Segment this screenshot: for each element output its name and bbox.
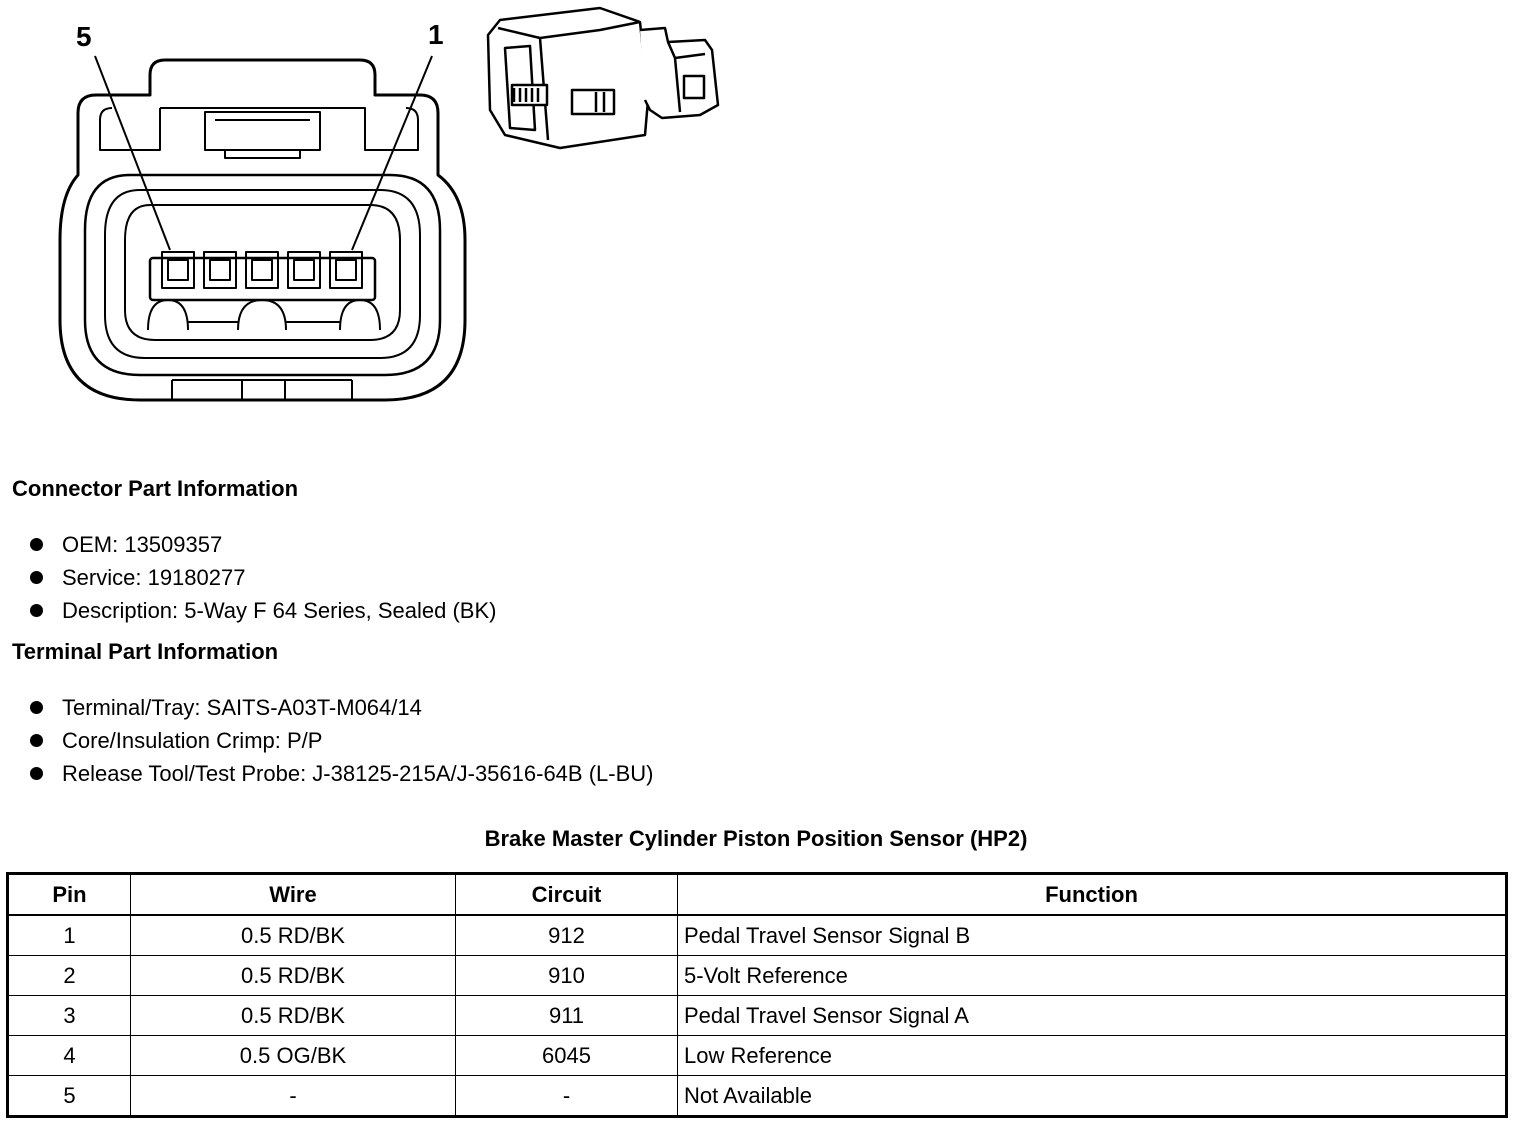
pin-1-leader: [351, 55, 433, 251]
table-row: 4 0.5 OG/BK 6045 Low Reference: [7, 1035, 1507, 1076]
pin-cell: 5: [7, 1075, 131, 1117]
connector-part-info-list: OEM: 13509357 Service: 19180277 Descript…: [28, 528, 496, 627]
pinout-table: Pin Wire Circuit Function 1 0.5 RD/BK 91…: [6, 872, 1508, 1118]
function-cell: Low Reference: [677, 1035, 1507, 1076]
bullet-icon: [30, 734, 43, 747]
table-row: 1 0.5 RD/BK 912 Pedal Travel Sensor Sign…: [7, 914, 1507, 956]
table-row: 5 - - Not Available: [7, 1075, 1507, 1117]
pin-1-label: 1: [428, 19, 444, 50]
circuit-cell: 910: [455, 955, 678, 996]
function-cell: 5-Volt Reference: [677, 955, 1507, 996]
terminal-cavity-block: [148, 256, 377, 302]
wire-cell: 0.5 RD/BK: [130, 914, 456, 956]
list-item: Terminal/Tray: SAITS-A03T-M064/14: [28, 691, 653, 724]
terminal-part-info-list: Terminal/Tray: SAITS-A03T-M064/14 Core/I…: [28, 691, 653, 790]
list-item: OEM: 13509357: [28, 528, 496, 561]
bullet-icon: [30, 538, 43, 551]
table-title: Brake Master Cylinder Piston Position Se…: [484, 826, 1028, 851]
circuit-cell: 6045: [455, 1035, 678, 1076]
column-header-pin: Pin: [7, 873, 131, 916]
circuit-cell: -: [455, 1075, 678, 1117]
connector-latch: [204, 111, 321, 159]
connector-3d-view: [486, 6, 720, 150]
column-header-function: Function: [677, 873, 1507, 916]
wire-cell: 0.5 OG/BK: [130, 1035, 456, 1076]
bullet-icon: [30, 701, 43, 714]
function-cell: Not Available: [677, 1075, 1507, 1117]
column-header-wire: Wire: [130, 873, 456, 916]
terminal-cavities: [161, 251, 363, 289]
table-row: 3 0.5 RD/BK 911 Pedal Travel Sensor Sign…: [7, 995, 1507, 1036]
circuit-cell: 912: [455, 914, 678, 956]
function-cell: Pedal Travel Sensor Signal B: [677, 914, 1507, 956]
column-header-circuit: Circuit: [455, 873, 678, 916]
bullet-icon: [30, 767, 43, 780]
table-header-row: Pin Wire Circuit Function: [7, 873, 1507, 916]
connector-diagram: 5 1: [58, 6, 720, 402]
wire-cell: 0.5 RD/BK: [130, 995, 456, 1036]
pin-5-label: 5: [76, 21, 92, 52]
list-item: Service: 19180277: [28, 561, 496, 594]
connector-housing-outline: [58, 58, 467, 402]
list-item: Description: 5-Way F 64 Series, Sealed (…: [28, 594, 496, 627]
list-item: Core/Insulation Crimp: P/P: [28, 724, 653, 757]
inner-seal-ring: [83, 173, 442, 377]
wire-cell: 0.5 RD/BK: [130, 955, 456, 996]
table-row: 2 0.5 RD/BK 910 5-Volt Reference: [7, 955, 1507, 996]
bullet-icon: [30, 604, 43, 617]
connector-part-info-heading: Connector Part Information: [12, 476, 299, 501]
function-cell: Pedal Travel Sensor Signal A: [677, 995, 1507, 1036]
bullet-icon: [30, 571, 43, 584]
pin-cell: 4: [7, 1035, 131, 1076]
terminal-part-info-heading: Terminal Part Information: [12, 639, 279, 664]
list-item: Release Tool/Test Probe: J-38125-215A/J-…: [28, 757, 653, 790]
circuit-cell: 911: [455, 995, 678, 1036]
pin-5-leader: [94, 55, 171, 251]
pin-cell: 3: [7, 995, 131, 1036]
wire-cell: -: [130, 1075, 456, 1117]
pin-cell: 1: [7, 914, 131, 956]
pin-cell: 2: [7, 955, 131, 996]
